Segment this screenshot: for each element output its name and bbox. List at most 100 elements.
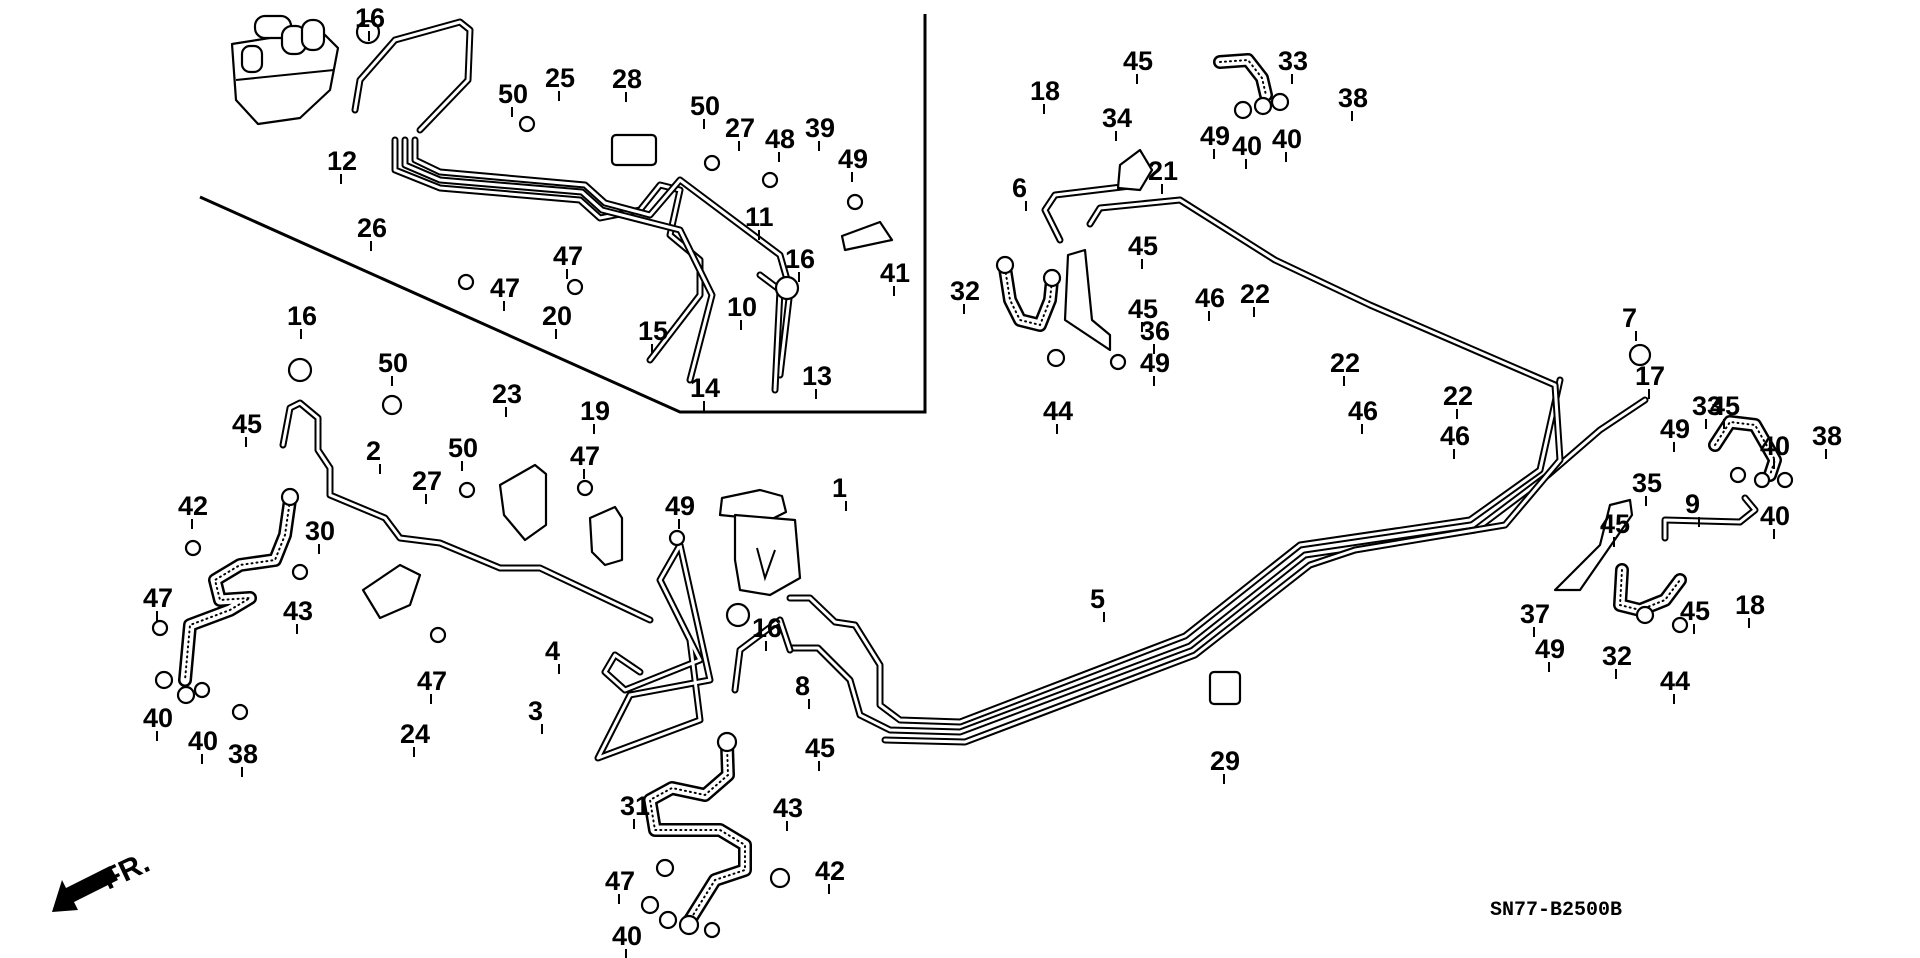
callout-label: 34 <box>1102 103 1132 133</box>
callout-label: 30 <box>305 516 335 546</box>
callout-label: 32 <box>1602 641 1632 671</box>
fastener-part <box>769 867 791 889</box>
callout-label: 47 <box>143 583 173 613</box>
callout-label: 46 <box>1440 421 1470 451</box>
fastener-part <box>1671 616 1689 634</box>
brake-pipe-fill <box>1043 184 1132 242</box>
callout-label: 32 <box>950 276 980 306</box>
callout-label: 49 <box>1660 414 1690 444</box>
callout-label: 4 <box>545 636 560 666</box>
brake-hose-fill <box>645 740 750 925</box>
callout-label: 25 <box>545 63 575 93</box>
callout-label: 36 <box>1140 316 1170 346</box>
callout-label: 43 <box>283 596 313 626</box>
fastener-part <box>725 602 751 628</box>
callout-label: 41 <box>880 258 910 288</box>
callout-label: 15 <box>638 316 668 346</box>
proportioning-valve-1 <box>718 488 802 597</box>
callout-label: 49 <box>1535 634 1565 664</box>
fastener-part <box>231 703 249 721</box>
fastener-part <box>1635 605 1655 625</box>
callout-label: 40 <box>1232 131 1262 161</box>
callout-label: 45 <box>1123 46 1153 76</box>
callout-label: 49 <box>665 491 695 521</box>
callout-label: 31 <box>620 791 650 821</box>
callout-label: 40 <box>612 921 642 951</box>
fastener-part <box>703 921 721 939</box>
callout-label: 37 <box>1520 599 1550 629</box>
brake-pipe-fill <box>353 20 472 132</box>
callout-label: 33 <box>1278 46 1308 76</box>
fastener-part <box>1233 100 1253 120</box>
callout-label: 19 <box>580 396 610 426</box>
callout-label: 40 <box>1272 124 1302 154</box>
brake-pipe-fill <box>596 543 712 760</box>
callout-label: 38 <box>1812 421 1842 451</box>
callout-label: 47 <box>553 241 583 271</box>
fastener-part <box>287 357 313 383</box>
callout-label: 18 <box>1735 590 1765 620</box>
fastener-part <box>1042 268 1062 288</box>
callout-label: 35 <box>1632 468 1662 498</box>
callout-label: 9 <box>1685 489 1700 519</box>
callout-label: 28 <box>612 64 642 94</box>
callout-label: 22 <box>1330 348 1360 378</box>
leader-lines <box>156 31 1827 958</box>
fastener-part <box>176 685 196 705</box>
callout-label: 49 <box>1140 348 1170 378</box>
callout-label: 42 <box>815 856 845 886</box>
callout-label: 20 <box>542 301 572 331</box>
fastener-part <box>381 394 403 416</box>
callout-label: 40 <box>143 703 173 733</box>
fastener-part <box>640 895 660 915</box>
callout-label: 6 <box>1012 173 1027 203</box>
callout-label: 16 <box>355 3 385 33</box>
brake-pipe-fill <box>788 378 1562 724</box>
brake-pipe-fill <box>883 198 1562 744</box>
brake-hose-fill <box>180 495 295 685</box>
callout-label: 39 <box>805 113 835 143</box>
brake-pipes <box>279 18 1759 762</box>
callout-label: 1 <box>832 473 847 503</box>
callout-label: 45 <box>1710 391 1740 421</box>
callout-label: 18 <box>1030 76 1060 106</box>
callout-label: 17 <box>1635 361 1665 391</box>
brake-pipe-outline <box>881 196 1564 746</box>
fastener-part <box>995 255 1015 275</box>
callout-labels: 1234567891011121314151616161617181819202… <box>143 3 1842 951</box>
fastener-part <box>457 273 475 291</box>
fastener-part <box>566 278 584 296</box>
bracket-parts <box>361 133 1634 706</box>
fastener-part <box>1753 471 1771 489</box>
fastener-part <box>280 487 300 507</box>
connector-29 <box>1208 670 1242 706</box>
callout-label: 16 <box>785 244 815 274</box>
fastener-part <box>291 563 309 581</box>
fastener-part <box>761 171 779 189</box>
brake-hose-texture <box>184 499 291 681</box>
fastener-part <box>774 275 800 301</box>
fastener-part <box>1628 343 1652 367</box>
fastener-part <box>184 539 202 557</box>
callout-label: 2 <box>366 436 381 466</box>
callout-label: 27 <box>412 466 442 496</box>
callout-label: 40 <box>188 726 218 756</box>
fastener-part <box>1253 96 1273 116</box>
callout-label: 46 <box>1348 396 1378 426</box>
fastener-part <box>1046 348 1066 368</box>
callout-label: 47 <box>490 273 520 303</box>
fastener-part <box>716 731 738 753</box>
callout-label: 38 <box>1338 83 1368 113</box>
fastener-part <box>1109 353 1127 371</box>
brake-pipe-fill <box>733 618 792 692</box>
brake-pipe-fill <box>1663 496 1757 540</box>
fastener-part <box>154 670 174 690</box>
fastener-part <box>193 681 211 699</box>
fastener-part <box>846 193 864 211</box>
callout-label: 50 <box>498 79 528 109</box>
callout-label: 22 <box>1240 279 1270 309</box>
callout-label: 21 <box>1148 156 1178 186</box>
callout-label: 43 <box>773 793 803 823</box>
fastener-part <box>658 910 678 930</box>
